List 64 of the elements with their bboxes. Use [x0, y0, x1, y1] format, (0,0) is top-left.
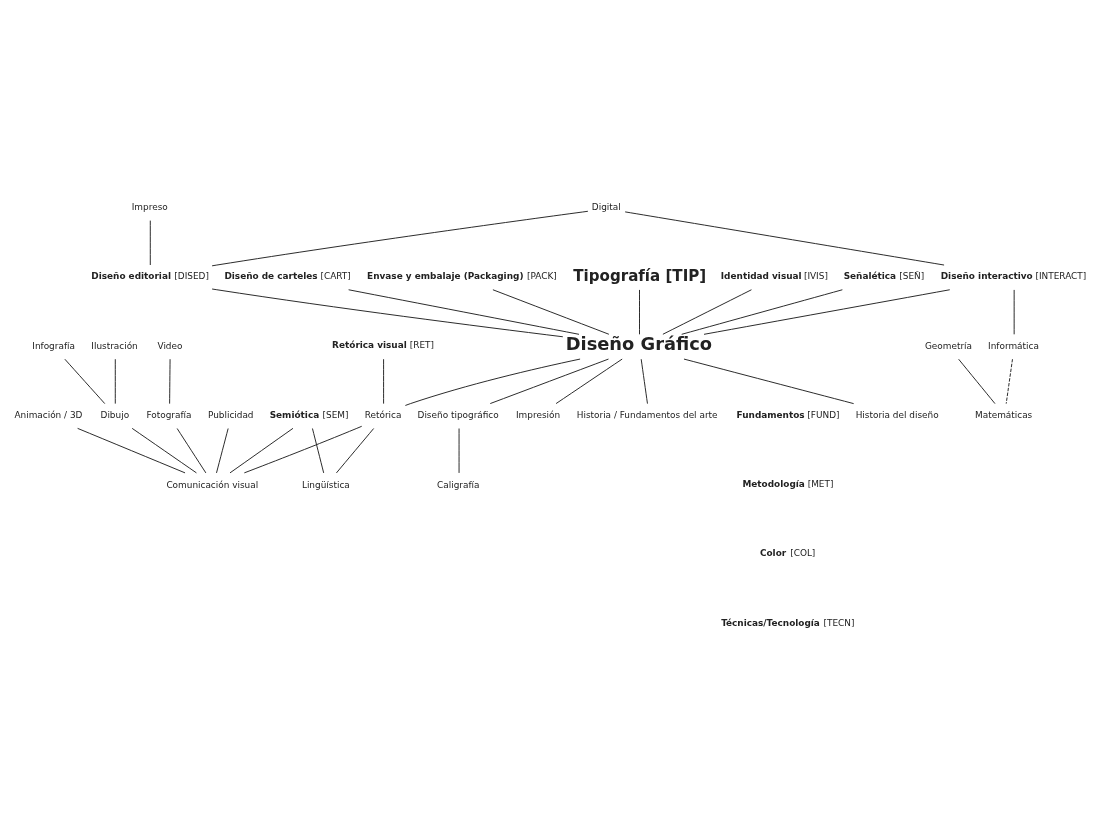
node-text: Dibujo — [100, 410, 130, 421]
node-text: Historia / Fundamentos del arte — [576, 410, 718, 421]
label: Fundamentos [FUND] — [736, 409, 840, 420]
connector — [243, 425, 363, 474]
node-text: Infografía — [32, 341, 75, 352]
node-text: Digital — [591, 202, 621, 213]
connector — [703, 289, 951, 335]
node-text: Animación / 3D — [14, 410, 83, 421]
connector — [149, 220, 151, 266]
connector — [229, 427, 294, 474]
node-text: Publicidad — [207, 410, 254, 421]
connector — [681, 289, 843, 335]
label: Técnicas/Tecnología [TECN] — [721, 617, 855, 628]
connector — [131, 427, 197, 474]
connector — [639, 289, 640, 335]
node-text: Informática — [988, 341, 1039, 352]
node-text: Lingüística — [301, 479, 350, 490]
node-text: Diseño interactivo [INTERACT] — [940, 271, 1087, 282]
connector — [348, 289, 580, 335]
connector — [492, 289, 610, 335]
connector — [958, 358, 996, 405]
connector — [489, 358, 609, 405]
node-text: Diseño de carteles [CART] — [224, 271, 351, 282]
node-text: Geometría — [924, 341, 973, 352]
connector — [311, 428, 325, 474]
connector — [169, 358, 171, 405]
connector — [624, 211, 945, 266]
connector — [114, 358, 116, 405]
node-text: Ilustración — [91, 341, 138, 352]
node-text: Impresión — [516, 410, 561, 421]
connector — [1013, 289, 1015, 335]
connector — [555, 358, 623, 405]
connector — [176, 428, 207, 474]
connector — [683, 358, 855, 405]
node-text: Retórica visual [RET] — [332, 340, 434, 351]
node-text: Matemáticas — [975, 410, 1033, 421]
label: Metodología [MET] — [742, 478, 834, 489]
connector — [216, 428, 229, 474]
connector — [383, 358, 385, 405]
node-text: Video — [157, 341, 183, 352]
node-text: Semiótica [SEM] — [269, 409, 349, 420]
connector — [335, 428, 375, 474]
connector — [640, 358, 648, 405]
connector — [662, 289, 752, 335]
connector — [77, 427, 186, 474]
node-text: Diseño tipográfico — [417, 410, 499, 421]
connector — [1005, 358, 1013, 405]
node-text: Caligrafía — [437, 479, 480, 490]
connector — [211, 288, 564, 338]
node-text: Comunicación visual — [166, 479, 259, 490]
node-text: Tipografía [TIP] — [573, 266, 707, 285]
connector — [404, 358, 581, 406]
node-text: Diseño editorial [DISED] — [91, 271, 209, 282]
node-text: Identidad visual [IVIS] — [720, 271, 828, 282]
node-text: Historia del diseño — [855, 410, 939, 421]
node-text: Envase y embalaje (Packaging) [PACK] — [367, 271, 557, 282]
node-text: Fotografía — [146, 410, 192, 421]
node-text: Impreso — [131, 202, 168, 213]
node-text: Retórica — [364, 410, 402, 421]
label: Color [COL] — [759, 548, 816, 559]
node-text: Señalética [SEÑ] — [843, 271, 925, 282]
connector — [211, 210, 589, 267]
connector — [64, 358, 106, 405]
node-text: Diseño Gráfico — [565, 333, 712, 355]
